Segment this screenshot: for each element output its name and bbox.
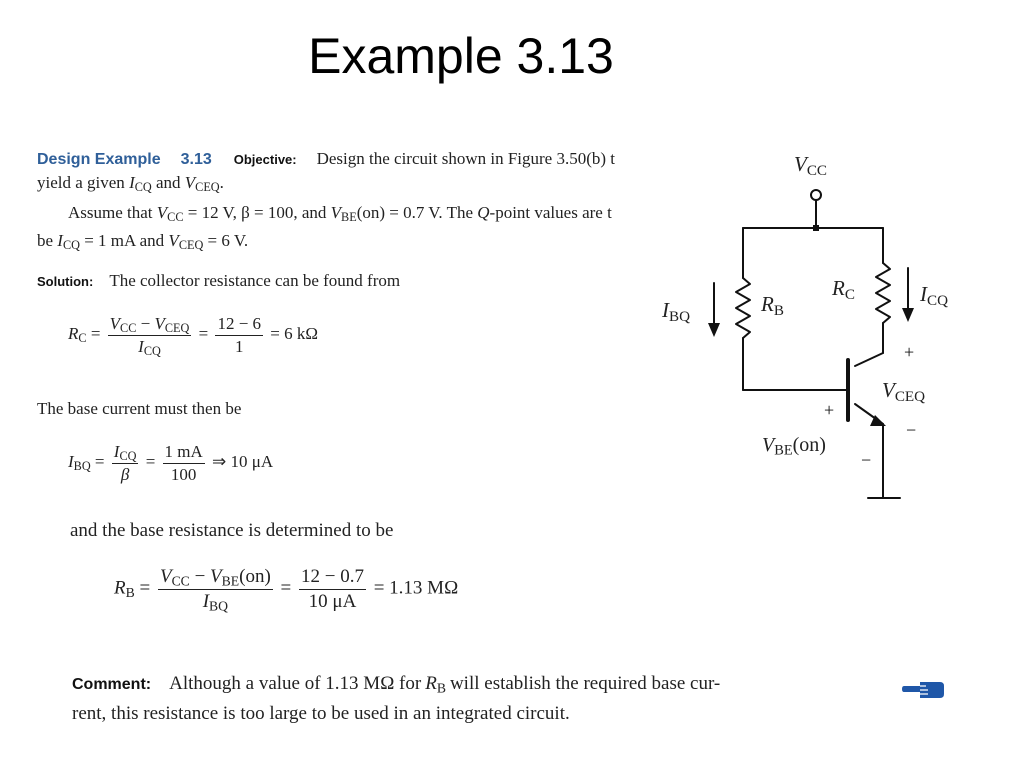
icq-arrow-head	[902, 308, 914, 322]
rc-fraction-left: VCC − VCEQ ICQ	[107, 314, 192, 358]
ibq-arrow-head	[708, 323, 720, 337]
vceq-label: VCEQ	[882, 378, 926, 405]
ibq-fraction-right: 1 mA 100	[162, 442, 205, 484]
rc-result: = 6 kΩ	[270, 323, 319, 343]
comment-text-1b: will establish the required base cur-	[449, 673, 721, 694]
objective-label: Objective:	[233, 152, 297, 167]
rb-label: RB	[761, 292, 784, 319]
slide-title: Example 3.13	[308, 28, 614, 84]
design-example-number: 3.13	[180, 151, 212, 168]
solution-label: Solution:	[37, 274, 94, 289]
design-example-heading: Design Example	[37, 151, 161, 168]
vcc-label: VCC	[794, 152, 827, 179]
emitter-arrow-head	[870, 415, 886, 426]
rc-label: RC	[832, 276, 855, 303]
collector-wire	[854, 352, 884, 367]
rb-result: = 1.13 MΩ	[373, 577, 459, 599]
assumption-vbe: (on) = 0.7 V. The	[356, 203, 473, 222]
vbe-label: VBE(on)	[762, 434, 826, 459]
rb-numerator: 12 − 0.7	[299, 566, 366, 590]
assumption-prefix: Assume that	[68, 203, 153, 222]
rb-denominator: 10 μA	[308, 590, 357, 612]
q-point-line: be ICQ = 1 mA and VCEQ = 6 V.	[37, 231, 249, 253]
ibq-result: ⇒ 10 μA	[212, 451, 274, 471]
vcc-terminal	[810, 189, 822, 201]
q-point-prefix: be	[37, 231, 54, 250]
circuit-schematic	[708, 189, 914, 499]
base-resistance-text: and the base resistance is determined to…	[70, 520, 394, 541]
objective-continuation-prefix: yield a given	[37, 173, 125, 192]
rc-denominator: 1	[234, 336, 244, 356]
vbe-minus-sign: −	[861, 450, 872, 470]
ibq-label: IBQ	[662, 298, 690, 325]
rb-equation: RB = VCC − VBE(on) IBQ = 12 − 0.7 10 μA …	[114, 566, 459, 614]
comment-line-2: rent, this resistance is too large to be…	[72, 703, 570, 724]
q-point-icq: = 1 mA and	[84, 231, 165, 250]
rb-fraction-left: VCC − VBE(on) IBQ	[157, 566, 273, 614]
vbe-plus-sign: +	[824, 400, 835, 420]
rc-fraction-right: 12 − 6 1	[215, 314, 264, 356]
design-example-heading-line: Design Example 3.13 Objective: Design th…	[37, 148, 615, 170]
solution-text: The collector resistance can be found fr…	[109, 271, 401, 290]
bjt-circuit-diagram: VCC RB RC IBQ ICQ VCEQ VBE(on) + − + −	[650, 138, 970, 518]
rb-resistor	[735, 277, 751, 339]
rc-equation: RC = VCC − VCEQ ICQ = 12 − 6 1 = 6 kΩ	[68, 314, 319, 358]
rc-numerator: 12 − 6	[215, 314, 264, 336]
q-point-vceq: = 6 V.	[207, 231, 249, 250]
objective-text: Design the circuit shown in Figure 3.50(…	[316, 149, 616, 168]
ibq-numerator: 1 mA	[162, 442, 205, 464]
ibq-equation: IBQ = ICQ β = 1 mA 100 ⇒ 10 μA	[68, 442, 274, 484]
hand-pointer-icon[interactable]	[902, 676, 946, 700]
solution-line: Solution: The collector resistance can b…	[37, 270, 400, 292]
objective-continuation-and: and	[155, 173, 181, 192]
ibq-denominator: 100	[170, 464, 197, 484]
vceq-plus-sign: +	[904, 342, 915, 362]
objective-continuation: yield a given ICQ and VCEQ.	[37, 173, 224, 195]
assumption-q-label: Q	[477, 203, 490, 222]
assumption-vcc-beta: = 12 V, β = 100, and	[187, 203, 327, 222]
rb-fraction-right: 12 − 0.7 10 μA	[299, 566, 366, 613]
assumption-suffix: -point values are t	[489, 203, 612, 222]
rc-resistor	[875, 262, 891, 324]
icq-label: ICQ	[920, 282, 948, 309]
comment-text-1a: Although a value of 1.13 MΩ for	[169, 673, 422, 694]
vceq-minus-sign: −	[906, 420, 917, 440]
assumption-line: Assume that VCC = 12 V, β = 100, and VBE…	[68, 203, 612, 225]
base-current-text: The base current must then be	[37, 399, 242, 418]
comment-line-1: Comment: Although a value of 1.13 MΩ for…	[72, 673, 721, 696]
comment-label: Comment:	[72, 676, 152, 693]
ibq-fraction-left: ICQ β	[111, 442, 139, 484]
